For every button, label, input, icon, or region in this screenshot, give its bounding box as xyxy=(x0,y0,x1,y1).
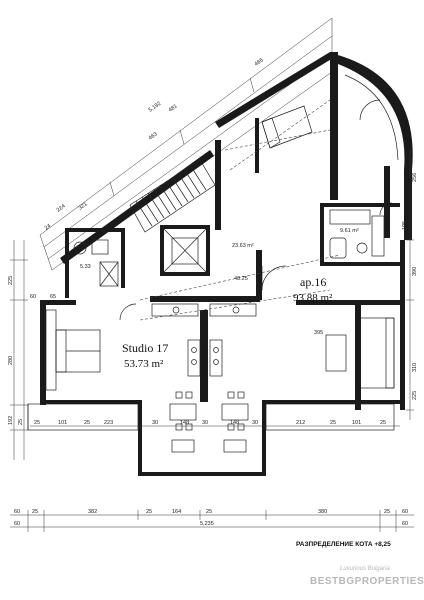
outer-walls xyxy=(40,52,405,476)
right-dimension-lines xyxy=(406,150,414,420)
dim-low-5: 148 xyxy=(180,420,189,426)
dim-top-321: 321 xyxy=(78,201,89,211)
dim-total: 5,235 xyxy=(200,521,214,527)
dashed-guides xyxy=(139,254,341,321)
bedroom-area: 23.63 m² xyxy=(232,243,254,249)
dim-low-3: 223 xyxy=(104,420,113,426)
dim-bot-3: 25 xyxy=(146,509,152,515)
bedroom-bed xyxy=(224,99,331,171)
studio-area: 53.73 m² xyxy=(124,358,164,370)
dim-bot-1: 25 xyxy=(32,509,38,515)
dim-low-9: 212 xyxy=(296,420,305,426)
wc-area: 5.33 xyxy=(80,264,91,270)
lower-balconies xyxy=(27,403,395,431)
dim-left-225: 225 xyxy=(8,276,14,285)
dim-low-0: 25 xyxy=(34,420,40,426)
dim-low-10: 25 xyxy=(330,420,336,426)
watermark-brand: BESTBGPROPERTIES xyxy=(310,576,424,587)
dim-low-11: 101 xyxy=(352,420,361,426)
dim-bot-2: 382 xyxy=(88,509,97,515)
studio-sofa xyxy=(45,309,57,391)
stairwell xyxy=(129,159,216,276)
hall-area: 48.25 xyxy=(234,276,248,282)
dim-right-256: 256 xyxy=(412,173,418,182)
studio-name: Studio 17 xyxy=(122,341,168,355)
dim-mid-395: 395 xyxy=(314,330,323,336)
level-caption: РАЗПРЕДЕЛЕНИЕ КОТА +8,25 xyxy=(296,541,391,548)
dim-low-6: 30 xyxy=(202,420,208,426)
bath-area: 9.61 m² xyxy=(340,228,359,234)
studio-bathroom xyxy=(65,228,125,298)
dim-low-7: 148 xyxy=(230,420,239,426)
dim-left-25: 25 xyxy=(18,419,24,425)
dim-left-192: 192 xyxy=(8,416,14,425)
dim-bot-7: 25 xyxy=(384,509,390,515)
dim-top-481: 481 xyxy=(168,103,179,113)
dim-left-65: 65 xyxy=(50,294,56,300)
dim-right-390: 390 xyxy=(412,267,418,276)
dim-bot-0: 60 xyxy=(14,509,20,515)
dining-tables xyxy=(169,391,249,453)
dim-total-left: 60 xyxy=(14,521,20,527)
dim-top-224: 224 xyxy=(56,203,67,213)
dim-bot-4: 164 xyxy=(172,509,181,515)
dim-top-total: 5,192 xyxy=(148,101,163,114)
dim-left-60: 60 xyxy=(30,294,36,300)
dim-right-310: 310 xyxy=(412,363,418,372)
dim-right-225: 225 xyxy=(412,391,418,400)
top-dimension-lines xyxy=(39,17,333,271)
dim-bot-8: 60 xyxy=(402,509,408,515)
dim-low-12: 25 xyxy=(380,420,386,426)
dim-left-280: 280 xyxy=(8,356,14,365)
dim-right-195: 195 xyxy=(402,221,408,230)
dim-top-463: 463 xyxy=(148,131,159,141)
apartment-area: 93.88 m² xyxy=(293,292,333,304)
dim-bot-6: 380 xyxy=(318,509,327,515)
door-swings xyxy=(119,99,393,321)
apartment-name: ap.16 xyxy=(300,275,326,289)
dim-bot-5: 25 xyxy=(206,509,212,515)
apartment-sofa xyxy=(325,317,395,389)
dim-total-right: 60 xyxy=(402,521,408,527)
dim-top-466: 466 xyxy=(254,57,265,67)
left-dimension-lines xyxy=(10,240,28,460)
bottom-dimension-lines xyxy=(10,510,414,532)
dim-top-24: 24 xyxy=(44,223,52,231)
dim-low-4: 30 xyxy=(152,420,158,426)
dim-low-8: 30 xyxy=(252,420,258,426)
apartment-bathroom xyxy=(329,209,385,259)
kitchens xyxy=(151,303,257,377)
dim-low-1: 101 xyxy=(58,420,67,426)
curved-balcony xyxy=(338,55,413,240)
studio-bed xyxy=(55,329,101,373)
dim-low-2: 25 xyxy=(84,420,90,426)
watermark-tagline: Luxurious Bulgaria xyxy=(340,566,390,572)
